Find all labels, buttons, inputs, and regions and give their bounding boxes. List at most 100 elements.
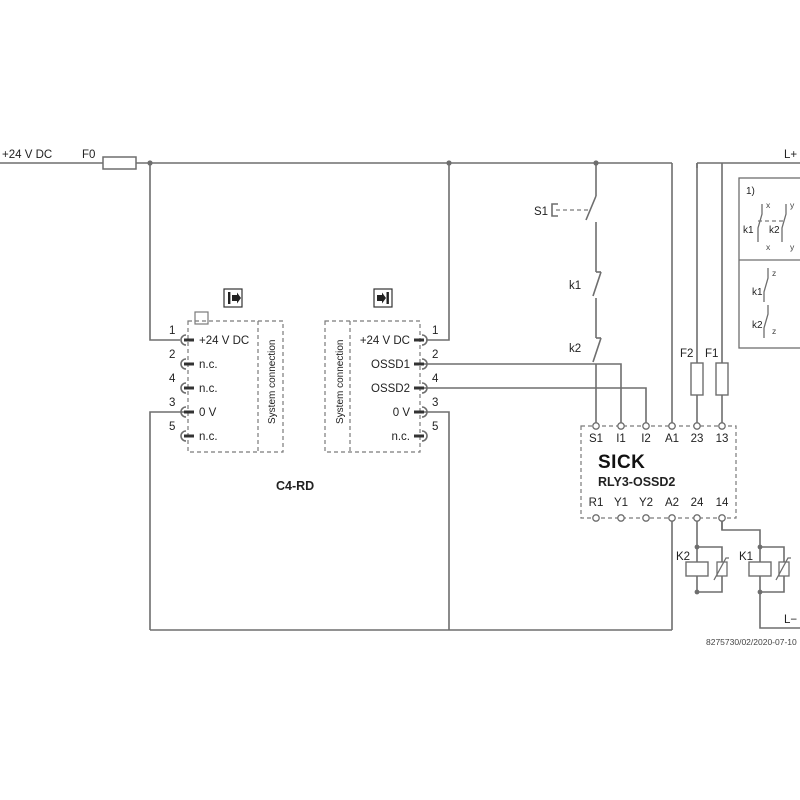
footnote-x-label: x — [766, 200, 771, 210]
supply-label: +24 V DC — [2, 149, 52, 161]
pin-contact — [184, 362, 194, 366]
receiver-icon — [194, 311, 209, 325]
footnote-number: 1) — [746, 186, 755, 197]
wire-right-0v — [424, 411, 450, 630]
suppressor-k1-mark — [775, 557, 791, 581]
connector-icon — [421, 334, 428, 346]
wire-left-pin1 — [149, 163, 180, 341]
s1-contact — [585, 195, 597, 221]
footnote-k2-contact — [781, 204, 787, 242]
footnote-k2-label: k2 — [769, 225, 780, 236]
left-pin-5: 5 n.c. — [169, 421, 218, 443]
left-pin-label: +24 V DC — [199, 335, 249, 347]
fuse-f1-label: F1 — [705, 348, 718, 360]
pin-contact — [414, 338, 424, 342]
left-pin-label: 0 V — [199, 407, 217, 419]
left-pin-1: 1 +24 V DC — [169, 325, 249, 347]
sender-symbol-arrow — [377, 292, 386, 304]
connector-icon — [180, 358, 187, 370]
footnote-z-label: z — [772, 268, 776, 278]
right-pin-5: 5 n.c. — [391, 421, 438, 443]
terminal-label: Y1 — [614, 497, 628, 509]
terminal-i1 — [617, 422, 625, 430]
right-device-box — [324, 320, 421, 453]
contactor-k1-label: K1 — [739, 551, 753, 563]
right-pin-label: 0 V — [393, 407, 411, 419]
footnote-x-label-2: x — [766, 242, 771, 252]
left-pin-num: 1 — [169, 325, 175, 337]
footnote-lower-k1-contact — [763, 268, 769, 302]
terminal-label: I1 — [616, 433, 626, 445]
terminal-23 — [693, 422, 701, 430]
s1-actuator — [551, 203, 558, 217]
switch-s1-label: S1 — [534, 206, 548, 218]
device-name-label: C4-RD — [276, 479, 314, 493]
connector-icon — [180, 382, 187, 394]
terminal-label: 24 — [691, 497, 704, 509]
footnote-y-label-2: y — [790, 242, 795, 252]
left-pin-label: n.c. — [199, 359, 218, 371]
suppressor-k2-mark — [713, 557, 729, 581]
pin-contact — [414, 386, 424, 390]
left-pin-3: 3 0 V — [169, 397, 217, 419]
wire-14-k1 — [721, 521, 761, 547]
l-plus-label: L+ — [784, 149, 797, 161]
brand-logo: SICK — [598, 452, 645, 473]
connector-icon — [421, 430, 428, 442]
pin-contact — [414, 362, 424, 366]
wire-right-pin1 — [426, 163, 450, 341]
right-pin-3: 3 0 V — [393, 397, 439, 419]
wire-k2-suppressor — [697, 546, 723, 562]
fuse-f2 — [690, 362, 704, 396]
junction-dot — [694, 589, 700, 595]
right-pin-num: 4 — [432, 373, 439, 385]
switch-k2-label: k2 — [569, 343, 581, 355]
terminal-y2 — [642, 514, 650, 522]
k2-contact — [592, 337, 602, 363]
left-pin-4: 4 n.c. — [169, 373, 218, 395]
switch-k1-label: k1 — [569, 280, 581, 292]
left-pin-num: 3 — [169, 397, 175, 409]
sender-symbol-bar — [386, 292, 389, 304]
wire-k1-bottom — [759, 576, 785, 593]
left-pin-num: 5 — [169, 421, 175, 433]
footnote-k1-label: k1 — [743, 225, 754, 236]
left-pin-num: 2 — [169, 349, 175, 361]
terminal-r1 — [592, 514, 600, 522]
terminal-label: A1 — [665, 433, 679, 445]
footnote-lower-k1-label: k1 — [752, 287, 763, 298]
right-pin-label: OSSD1 — [371, 359, 410, 371]
relay-model-label: RLY3-OSSD2 — [598, 475, 675, 489]
left-system-connection-label: System connection — [267, 340, 278, 425]
terminal-label: S1 — [589, 433, 603, 445]
right-pin-2: 2 OSSD1 — [371, 349, 438, 371]
fuse-f0-label: F0 — [82, 149, 95, 161]
footnote-lower-k2-contact — [763, 305, 769, 338]
terminal-label: 13 — [716, 433, 729, 445]
right-pin-4: 4 OSSD2 — [371, 373, 439, 395]
wire-k2-bottom — [696, 576, 723, 593]
left-pin-num: 4 — [169, 373, 176, 385]
terminal-a1 — [668, 422, 676, 430]
terminal-s1 — [592, 422, 600, 430]
right-system-connection-label: System connection — [335, 340, 346, 425]
connector-icon — [180, 334, 187, 346]
footnote-box — [738, 177, 800, 349]
right-pin-label: +24 V DC — [360, 335, 410, 347]
terminal-a2 — [668, 514, 676, 522]
terminal-label: 14 — [716, 497, 729, 509]
left-pin-2: 2 n.c. — [169, 349, 218, 371]
terminal-label: 23 — [691, 433, 704, 445]
pin-contact — [184, 338, 194, 342]
l-minus-wire — [759, 592, 800, 629]
receiver-symbol-bar — [228, 292, 231, 304]
terminal-label: R1 — [589, 497, 604, 509]
right-pin-label: OSSD2 — [371, 383, 410, 395]
receiver-symbol-arrow — [232, 292, 241, 304]
right-pin-num: 5 — [432, 421, 438, 433]
terminal-i2 — [642, 422, 650, 430]
footnote-z-label-2: z — [772, 326, 776, 336]
footnote-y-label: y — [790, 200, 795, 210]
terminal-y1 — [617, 514, 625, 522]
